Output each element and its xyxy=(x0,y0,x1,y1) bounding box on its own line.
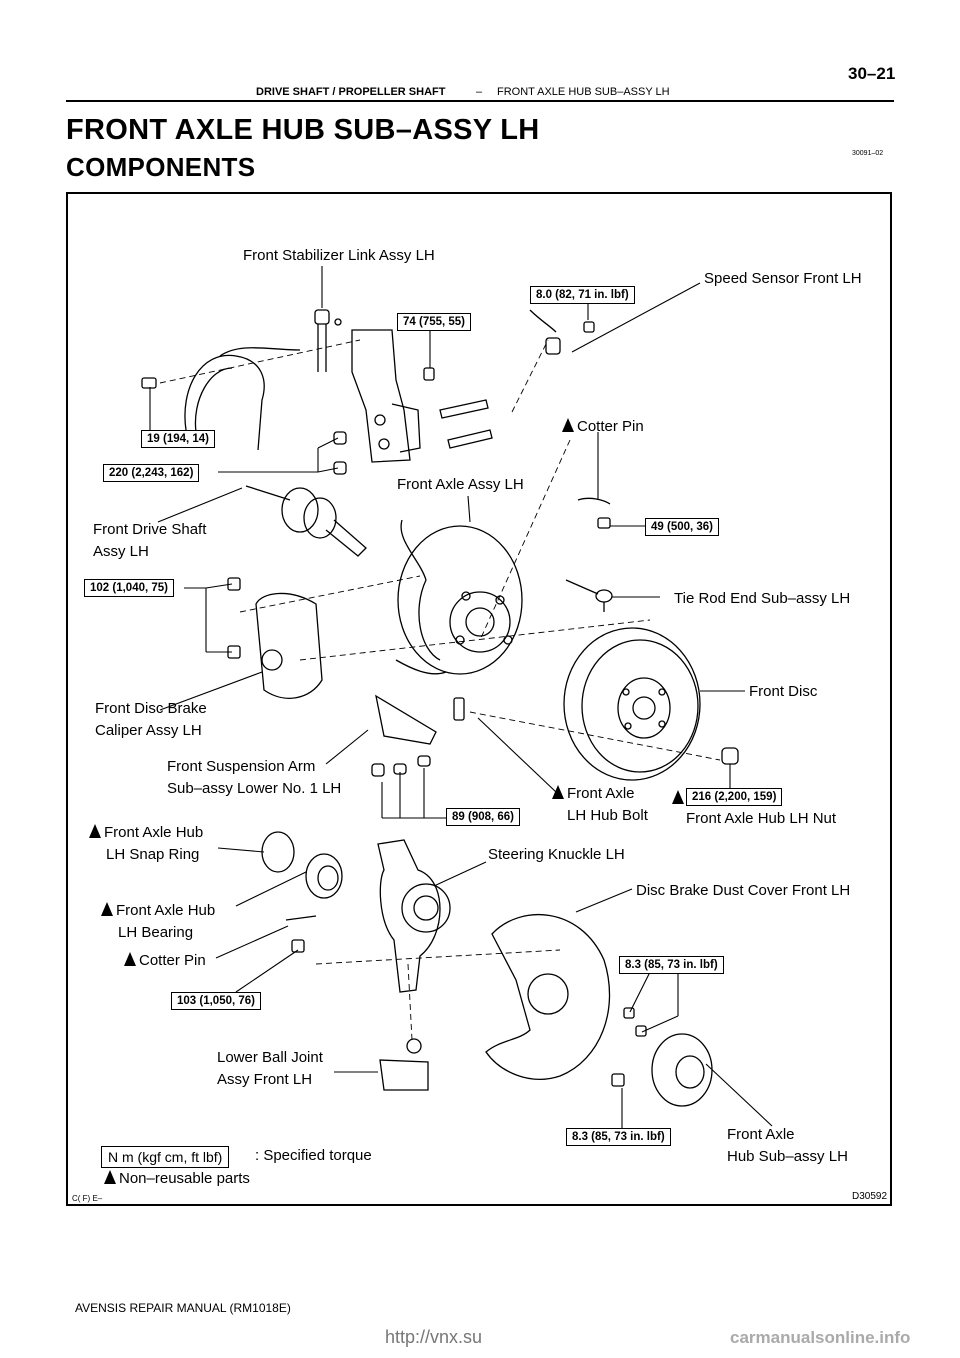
page-subtitle: COMPONENTS xyxy=(66,152,256,182)
torque-lower-arm: 89 (908, 66) xyxy=(446,808,521,826)
torque-hub-bolt: 8.3 (85, 73 in. lbf) xyxy=(566,1128,671,1146)
dust-cover-part xyxy=(485,914,647,1080)
label-caliper-2: Caliper Assy LH xyxy=(95,722,202,739)
torque-caliper: 102 (1,040, 75) xyxy=(84,579,175,597)
alignment-lines xyxy=(159,339,721,1041)
label-hub-sub-1: Front Axle xyxy=(727,1126,795,1143)
ball-joint-part xyxy=(379,1038,429,1091)
label-hub-bolt-1: Front Axle xyxy=(552,783,635,805)
figure-code-right: D30592 xyxy=(852,1191,888,1202)
watermark-site: carmanualsonline.info xyxy=(730,1328,911,1347)
figure-code-left: C( F) E– xyxy=(72,1194,103,1203)
diagram-frame xyxy=(66,192,892,1206)
hub-part xyxy=(611,1033,713,1107)
torque-hub-nut: 216 (2,200, 159) xyxy=(672,788,783,806)
tie-rod-part xyxy=(565,497,613,612)
torque-strut-bolt: 220 (2,243, 162) xyxy=(103,464,200,482)
leader-lines xyxy=(149,266,773,1128)
header-subsection: FRONT AXLE HUB SUB–ASSY LH xyxy=(497,86,670,98)
nonreusable-icon xyxy=(101,902,113,916)
label-tie-rod: Tie Rod End Sub–assy LH xyxy=(674,590,851,607)
nonreusable-icon xyxy=(124,952,136,966)
legend-nonreusable: Non–reusable parts xyxy=(104,1170,250,1187)
drive-shaft-part xyxy=(245,485,367,557)
label-drive-shaft-2: Assy LH xyxy=(93,543,149,560)
label-cotter-pin-bottom: Cotter Pin xyxy=(124,950,206,972)
label-suspension-arm-2: Sub–assy Lower No. 1 LH xyxy=(167,780,342,797)
header-separator: – xyxy=(476,86,483,98)
label-ball-joint-1: Lower Ball Joint xyxy=(217,1049,323,1066)
nonreusable-icon xyxy=(104,1170,116,1184)
label-speed-sensor: Speed Sensor Front LH xyxy=(704,270,862,287)
label-ball-joint-2: Assy Front LH xyxy=(217,1071,313,1088)
torque-strut-nut: 74 (755, 55) xyxy=(397,313,472,331)
label-hub-nut: Front Axle Hub LH Nut xyxy=(686,810,837,827)
doc-id: 30091–02 xyxy=(852,150,884,157)
speed-sensor-part xyxy=(529,309,595,355)
nonreusable-icon xyxy=(89,824,101,838)
label-caliper-1: Front Disc Brake xyxy=(95,700,207,717)
page-number: 30–21 xyxy=(848,64,896,83)
lower-arm-part xyxy=(371,694,739,777)
label-suspension-arm-1: Front Suspension Arm xyxy=(167,758,316,775)
caliper-part xyxy=(227,577,323,699)
strut-part xyxy=(333,329,493,475)
label-snap-ring-1: Front Axle Hub xyxy=(89,822,203,844)
footer-manual: AVENSIS REPAIR MANUAL (RM1018E) xyxy=(75,1301,291,1315)
brake-hose-part xyxy=(141,347,301,451)
stabilizer-link-part xyxy=(314,309,342,372)
label-drive-shaft-1: Front Drive Shaft xyxy=(93,521,207,538)
header-rule xyxy=(66,100,894,102)
legend-torque-desc: : Specified torque xyxy=(255,1147,372,1164)
label-bearing-1: Front Axle Hub xyxy=(101,900,215,922)
label-stabilizer-link: Front Stabilizer Link Assy LH xyxy=(243,247,435,264)
label-front-axle-assy: Front Axle Assy LH xyxy=(397,476,524,493)
watermark-url[interactable]: http://vnx.su xyxy=(385,1327,483,1347)
knuckle-part xyxy=(377,839,451,993)
label-bearing-2: LH Bearing xyxy=(118,924,194,941)
torque-hose-bolt: 19 (194, 14) xyxy=(141,430,216,448)
torque-dust-cover: 8.3 (85, 73 in. lbf) xyxy=(619,956,724,974)
label-snap-ring-2: LH Snap Ring xyxy=(106,846,200,863)
front-axle-assy-part xyxy=(395,519,523,675)
label-dust-cover: Disc Brake Dust Cover Front LH xyxy=(636,882,851,899)
nonreusable-icon xyxy=(562,418,574,432)
label-knuckle: Steering Knuckle LH xyxy=(488,846,625,863)
legend-torque-unit: N m (kgf cm, ft lbf) xyxy=(101,1146,230,1168)
torque-tie-rod-nut: 49 (500, 36) xyxy=(645,518,720,536)
nonreusable-icon xyxy=(672,790,684,804)
torque-speed-sensor: 8.0 (82, 71 in. lbf) xyxy=(530,286,635,304)
label-front-disc: Front Disc xyxy=(749,683,818,700)
bearing-parts xyxy=(261,831,343,953)
nonreusable-icon xyxy=(552,785,564,799)
header-section: DRIVE SHAFT / PROPELLER SHAFT xyxy=(256,86,446,98)
label-cotter-pin-top: Cotter Pin xyxy=(562,416,644,438)
torque-ball-joint-nut: 103 (1,050, 76) xyxy=(171,992,262,1010)
page-title: FRONT AXLE HUB SUB–ASSY LH xyxy=(66,114,540,146)
front-disc-part xyxy=(563,627,701,781)
label-hub-bolt-2: LH Hub Bolt xyxy=(567,807,648,824)
label-hub-sub-2: Hub Sub–assy LH xyxy=(727,1148,848,1165)
